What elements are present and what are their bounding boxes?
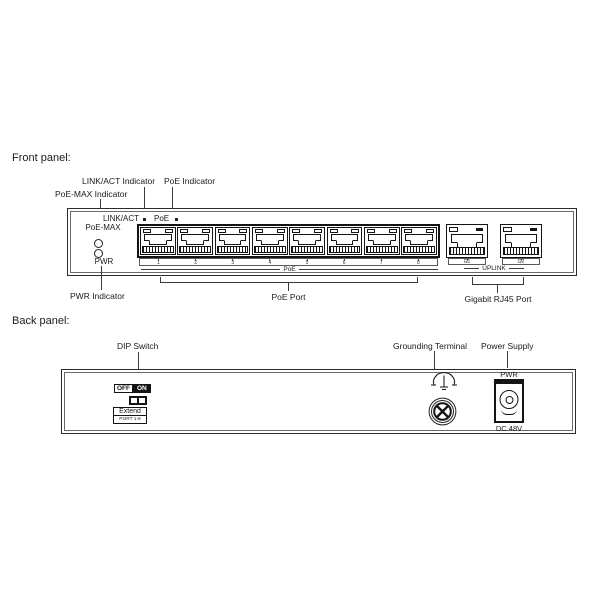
link-act-label: LINK/ACT — [103, 214, 140, 223]
g1-label: G1 — [448, 258, 486, 265]
port-number: 2 — [177, 259, 215, 266]
leader-line-link-act — [144, 187, 145, 213]
poe-group-line: PoE — [141, 265, 439, 273]
front-panel-chassis: LINK/ACT PoE PoE-MAX PWR 1 2 3 4 5 6 7 — [67, 208, 577, 276]
poe-port-number-strip: 1 2 3 4 5 6 7 8 — [139, 258, 438, 266]
g2-label: G2 — [502, 258, 540, 265]
power-jack-icon — [494, 379, 524, 423]
rj45-uplink-g1-icon — [446, 224, 488, 258]
callout-poe-indicator: PoE Indicator — [164, 176, 216, 186]
callout-poe-max-indicator: PoE-MAX Indicator — [55, 189, 128, 199]
rj45-port-4-icon — [251, 227, 288, 255]
leader-line-ground — [434, 351, 435, 371]
back-panel-heading: Back panel: — [12, 315, 70, 327]
front-panel-heading: Front panel: — [12, 152, 71, 164]
poe-port-bracket — [160, 277, 418, 283]
leader-line-power — [507, 351, 508, 368]
leader-line-pwr — [101, 266, 102, 290]
port-number: 6 — [325, 259, 363, 266]
rj45-port-1-icon — [140, 227, 176, 255]
callout-link-act-indicator: LINK/ACT Indicator — [82, 176, 156, 186]
callout-grounding-terminal: Grounding Terminal — [393, 341, 468, 351]
rj45-port-2-icon — [177, 227, 214, 255]
dc-voltage-label: DC 48V — [495, 424, 523, 433]
pwr-jack-label: PWR — [500, 370, 518, 379]
rj45-port-5-icon — [289, 227, 326, 255]
extend-port-range-label: PORT 1-8 — [113, 416, 147, 424]
poe-label: PoE — [154, 214, 170, 223]
rj45-port-3-icon — [214, 227, 251, 255]
poe-led-icon — [175, 218, 178, 221]
grounding-symbol-icon — [431, 372, 457, 391]
port-number: 5 — [288, 259, 326, 266]
callout-gigabit-port: Gigabit RJ45 Port — [464, 294, 532, 304]
port-number: 8 — [399, 259, 437, 266]
callout-poe-port: PoE Port — [271, 292, 306, 302]
leader-line-dip — [138, 352, 139, 383]
port-number: 7 — [362, 259, 400, 266]
rj45-port-8-icon — [401, 227, 437, 255]
poe-port-block — [137, 224, 440, 258]
rj45-uplink-g2-icon — [500, 224, 542, 258]
rj45-port-7-icon — [363, 227, 400, 255]
poe-port-bracket-stem — [288, 283, 289, 291]
port-number: 3 — [214, 259, 252, 266]
poe-group-label: PoE — [283, 265, 296, 273]
uplink-bracket-stem — [497, 285, 498, 293]
rj45-port-6-icon — [326, 227, 363, 255]
leader-line-poe — [172, 187, 173, 215]
pwr-label: PWR — [94, 257, 114, 266]
port-number: 1 — [140, 259, 178, 266]
poe-max-label: PoE-MAX — [85, 223, 121, 232]
callout-dip-switch: DIP Switch — [117, 341, 159, 351]
callout-power-supply: Power Supply — [481, 341, 534, 351]
uplink-label: UPLINK — [482, 265, 506, 272]
dip-switch-icon — [129, 396, 147, 405]
link-act-led-icon — [143, 218, 146, 221]
extend-label: Extend — [113, 407, 147, 416]
dip-off-label: OFF — [114, 384, 133, 393]
callout-pwr-indicator: PWR Indicator — [70, 291, 125, 301]
uplink-bracket — [472, 277, 524, 285]
uplink-group-line: UPLINK — [464, 264, 525, 273]
port-number: 4 — [251, 259, 289, 266]
pwr-led-icon — [94, 249, 103, 258]
dip-on-label: ON — [133, 384, 151, 393]
poe-max-led-icon — [94, 239, 103, 248]
grounding-screw-icon — [428, 397, 457, 426]
